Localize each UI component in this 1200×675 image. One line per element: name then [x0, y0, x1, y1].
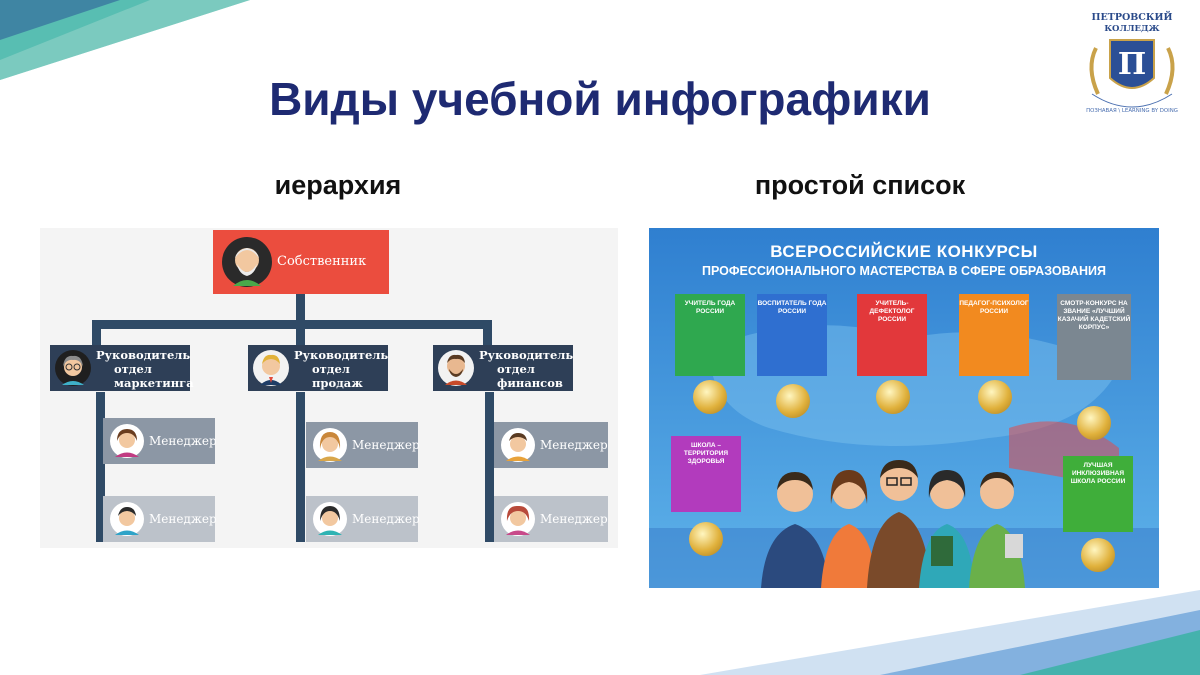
avatar-icon — [313, 428, 347, 462]
connector — [483, 320, 492, 346]
medal-icon — [978, 380, 1012, 414]
caption-hierarchy: иерархия — [274, 170, 402, 200]
competition-card-title: СМОТР-КОНКУРС НА ЗВАНИЕ «ЛУЧШИЙ КАЗАЧИЙ … — [1057, 300, 1131, 331]
svg-text:ПОЗНАВАЯ \ LEARNING BY DOING: ПОЗНАВАЯ \ LEARNING BY DOING — [1086, 108, 1178, 114]
avatar-icon — [110, 424, 144, 458]
competition-card-title: УЧИТЕЛЬ ГОДА РОССИИ — [684, 300, 736, 315]
connector — [296, 294, 305, 324]
competition-card: ПЕДАГОГ-ПСИХОЛОГ РОССИИ — [959, 294, 1029, 376]
connector — [92, 320, 492, 329]
medal-icon — [1077, 406, 1111, 440]
manager-label: Менеджер — [352, 512, 420, 526]
competition-card-title: ПЕДАГОГ-ПСИХОЛОГ РОССИИ — [959, 300, 1029, 315]
competition-card-title: ВОСПИТАТЕЛЬ ГОДА РОССИИ — [757, 300, 827, 315]
manager-box: Менеджер — [103, 418, 217, 464]
avatar-icon — [438, 350, 474, 386]
manager-label: Менеджер — [149, 512, 217, 526]
owner-label: Собственник — [277, 254, 367, 269]
avatar-icon — [110, 502, 144, 536]
avatar-icon — [55, 350, 91, 386]
competition-card: ШКОЛА – ТЕРРИТОРИЯ ЗДОРОВЬЯ — [671, 436, 741, 512]
connector — [296, 320, 305, 346]
connector — [96, 392, 105, 542]
department-label: Руководитель — [294, 348, 389, 362]
competition-card-title: ШКОЛА – ТЕРРИТОРИЯ ЗДОРОВЬЯ — [683, 442, 729, 465]
manager-box: Менеджер — [306, 422, 420, 468]
owner-box: Собственник — [213, 230, 389, 294]
manager-box: Менеджер — [103, 496, 217, 542]
poster-title-line1: ВСЕРОССИЙСКИЕ КОНКУРСЫ — [770, 242, 1038, 261]
svg-text:ПЕТРОВСКИЙ: ПЕТРОВСКИЙ — [1092, 10, 1173, 23]
slide-title: Виды учебной инфографики — [269, 73, 931, 125]
manager-label: Менеджер — [540, 438, 608, 452]
connector — [485, 392, 494, 542]
college-logo: ПЕТРОВСКИЙ КОЛЛЕДЖ П ПОЗНАВАЯ \ LEARNING… — [1086, 10, 1178, 114]
medal-icon — [689, 522, 723, 556]
medal-icon — [1081, 538, 1115, 572]
manager-label: Менеджер — [540, 512, 608, 526]
competition-card-title: ЛУЧШАЯ ИНКЛЮЗИВНАЯ ШКОЛА РОССИИ — [1070, 462, 1126, 485]
caption-simple-list: простой список — [754, 170, 966, 200]
competition-card: УЧИТЕЛЬ-ДЕФЕКТОЛОГ РОССИИ — [857, 294, 927, 376]
manager-box: Менеджер — [494, 496, 608, 542]
poster-title-line2: ПРОФЕССИОНАЛЬНОГО МАСТЕРСТВА В СФЕРЕ ОБР… — [701, 264, 1107, 278]
department-label: отдел — [114, 362, 152, 376]
department-label: Руководитель — [96, 348, 191, 362]
avatar-icon — [253, 350, 289, 386]
manager-label: Менеджер — [149, 434, 217, 448]
competition-card: ВОСПИТАТЕЛЬ ГОДА РОССИИ — [757, 294, 827, 376]
medal-icon — [876, 380, 910, 414]
medal-icon — [693, 380, 727, 414]
department-label: финансов — [497, 376, 563, 390]
department-box-finance: Руководитель отдел финансов — [433, 345, 573, 391]
svg-text:П: П — [1118, 47, 1146, 82]
department-label: отдел — [497, 362, 535, 376]
department-label: продаж — [312, 376, 363, 390]
competition-card: УЧИТЕЛЬ ГОДА РОССИИ — [675, 294, 745, 376]
department-box-marketing: Руководитель отдел маркетинга — [50, 345, 194, 391]
manager-label: Менеджер — [352, 438, 420, 452]
connector — [296, 392, 305, 542]
medal-icon — [776, 384, 810, 418]
competition-card: ЛУЧШАЯ ИНКЛЮЗИВНАЯ ШКОЛА РОССИИ — [1063, 456, 1133, 532]
competitions-poster: ВСЕРОССИЙСКИЕ КОНКУРСЫ ПРОФЕССИОНАЛЬНОГО… — [649, 228, 1159, 588]
hierarchy-infographic: Собственник Руководитель отдел маркетинг… — [40, 228, 618, 548]
connector — [92, 320, 101, 346]
teachers-group-illustration — [761, 460, 1025, 588]
competition-card: СМОТР-КОНКУРС НА ЗВАНИЕ «ЛУЧШИЙ КАЗАЧИЙ … — [1057, 294, 1131, 380]
department-label: Руководитель — [479, 348, 574, 362]
avatar-icon — [313, 502, 347, 536]
department-label: отдел — [312, 362, 350, 376]
department-label: маркетинга — [114, 376, 194, 390]
avatar-icon — [501, 428, 535, 462]
manager-box: Менеджер — [494, 422, 608, 468]
department-box-sales: Руководитель отдел продаж — [248, 345, 388, 391]
competition-card-title: УЧИТЕЛЬ-ДЕФЕКТОЛОГ РОССИИ — [869, 300, 915, 323]
svg-text:КОЛЛЕДЖ: КОЛЛЕДЖ — [1104, 24, 1160, 34]
avatar-icon — [501, 502, 535, 536]
owner-avatar-icon — [222, 237, 272, 287]
manager-box: Менеджер — [306, 496, 420, 542]
